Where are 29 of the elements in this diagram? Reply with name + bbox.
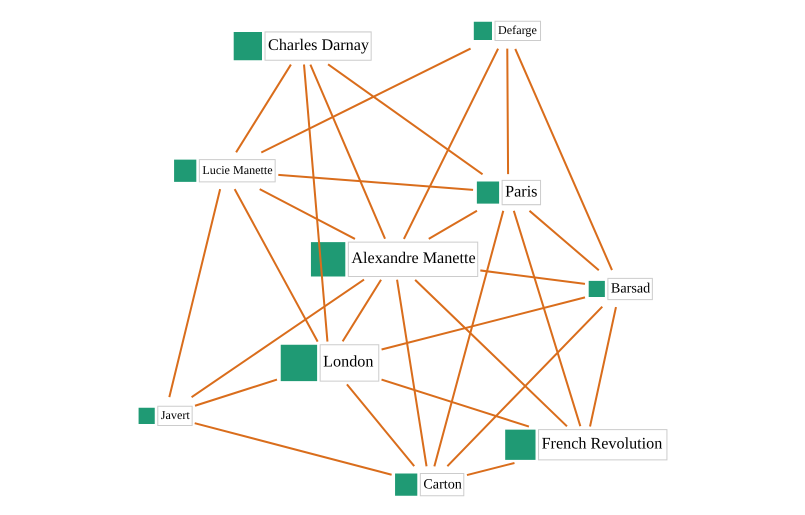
connector <box>506 48 510 174</box>
connector <box>191 278 365 398</box>
connector <box>589 306 617 427</box>
connector <box>260 48 472 154</box>
connector <box>428 210 478 240</box>
connector <box>309 64 386 240</box>
connector <box>194 378 278 407</box>
connector <box>234 188 319 342</box>
connector <box>381 378 530 428</box>
connector <box>433 210 504 467</box>
connector <box>346 384 415 467</box>
connector <box>168 188 222 398</box>
connector <box>194 422 392 476</box>
connector <box>303 64 328 342</box>
connector <box>512 210 582 426</box>
connector <box>235 64 292 153</box>
connector <box>327 64 484 176</box>
connector <box>414 279 568 428</box>
connector <box>528 210 600 272</box>
connector <box>381 296 586 350</box>
connector <box>259 188 356 240</box>
connector <box>396 280 428 466</box>
connector <box>480 269 586 285</box>
connector <box>514 48 613 270</box>
connector <box>466 462 515 476</box>
connector <box>403 48 499 240</box>
connector <box>446 306 603 467</box>
connector <box>278 174 474 191</box>
connector <box>342 279 382 342</box>
